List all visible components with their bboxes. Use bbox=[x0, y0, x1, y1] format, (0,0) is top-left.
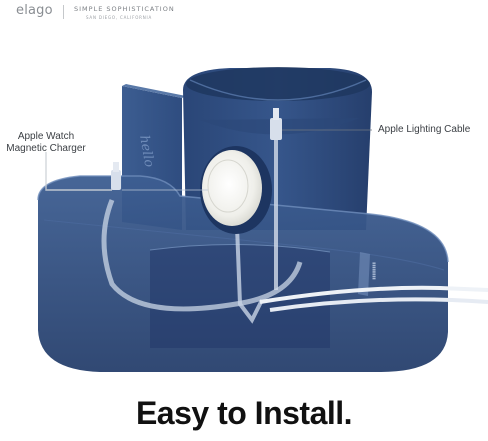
internal-cables bbox=[101, 134, 303, 324]
watch-callout-line1: Apple Watch bbox=[17, 131, 75, 142]
lightning-connector bbox=[111, 108, 282, 190]
brand-location: SAN DIEGO, CALIFORNIA bbox=[86, 15, 153, 20]
panel-script: hello bbox=[136, 134, 156, 168]
external-cables bbox=[259, 285, 488, 312]
brand-tagline: SIMPLE SOPHISTICATION bbox=[74, 5, 175, 13]
lightning-cable-callout: Apple Lighting Cable bbox=[378, 124, 471, 135]
watch-callout-line2: Magnetic Charger bbox=[6, 143, 86, 154]
watch-charger-callout: Apple Watch Magnetic Charger bbox=[0, 131, 92, 155]
callout-lines bbox=[45, 129, 372, 191]
elago-logo: elago bbox=[16, 3, 53, 18]
watch-charger-puck bbox=[200, 146, 272, 234]
headline: Easy to Install. bbox=[135, 395, 353, 431]
svg-text:▮▮▮▮▮▮▮▮: ▮▮▮▮▮▮▮▮ bbox=[372, 262, 377, 280]
header-divider bbox=[63, 5, 64, 19]
